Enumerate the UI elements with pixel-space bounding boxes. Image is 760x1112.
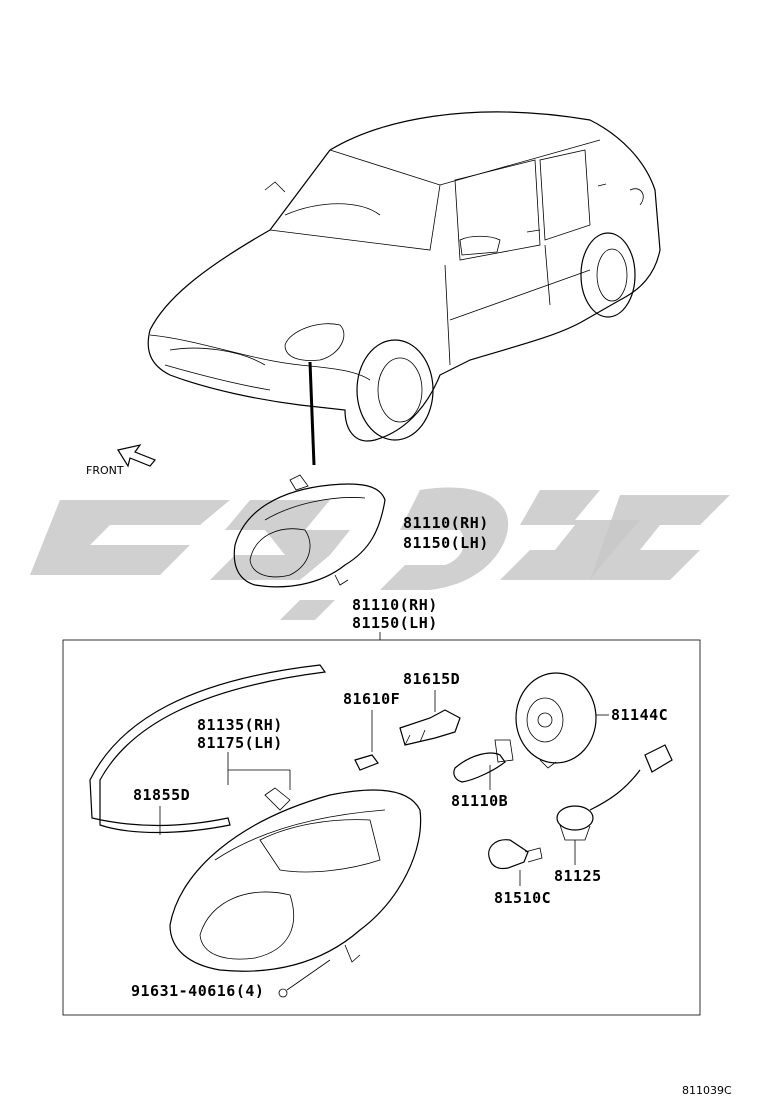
leader-line [308, 361, 316, 466]
front-arrow-icon [117, 444, 156, 468]
p81175-lh-label: 81175(LH) [197, 734, 283, 752]
p81510c-label: 81510C [494, 889, 551, 907]
watermark-logo [30, 487, 730, 620]
screw-icon [278, 988, 288, 998]
screw-label: 91631-40616(4) [131, 982, 264, 1000]
parts-box [62, 639, 701, 1016]
halogen-bulb-part [453, 739, 514, 783]
headlamp-assembly-top [233, 474, 386, 588]
assy-box-lh-label: 81150(LH) [352, 614, 438, 632]
p81125-label: 81125 [554, 867, 602, 885]
headlamp-body [169, 787, 422, 972]
p81615d-label: 81615D [403, 670, 460, 688]
p81610f-label: 81610F [343, 690, 400, 708]
leader-line [227, 752, 291, 790]
car-illustration [147, 111, 661, 466]
bulb-part [488, 839, 543, 870]
p81110b-label: 81110B [451, 792, 508, 810]
socket-wire-part [556, 744, 673, 841]
leader-line [286, 959, 331, 991]
p81144c-label: 81144C [611, 706, 668, 724]
small-bulb-part [354, 754, 379, 771]
diagram-code: 811039C [682, 1084, 732, 1097]
p81135-rh-label: 81135(RH) [197, 716, 283, 734]
assy-top-lh-label: 81150(LH) [403, 534, 489, 552]
socket-part [399, 709, 461, 746]
assy-box-rh-label: 81110(RH) [352, 596, 438, 614]
p81855d-label: 81855D [133, 786, 190, 804]
cover-part [515, 672, 597, 769]
front-label: FRONT [86, 464, 124, 477]
assy-top-rh-label: 81110(RH) [403, 514, 489, 532]
gasket-part [89, 664, 327, 834]
